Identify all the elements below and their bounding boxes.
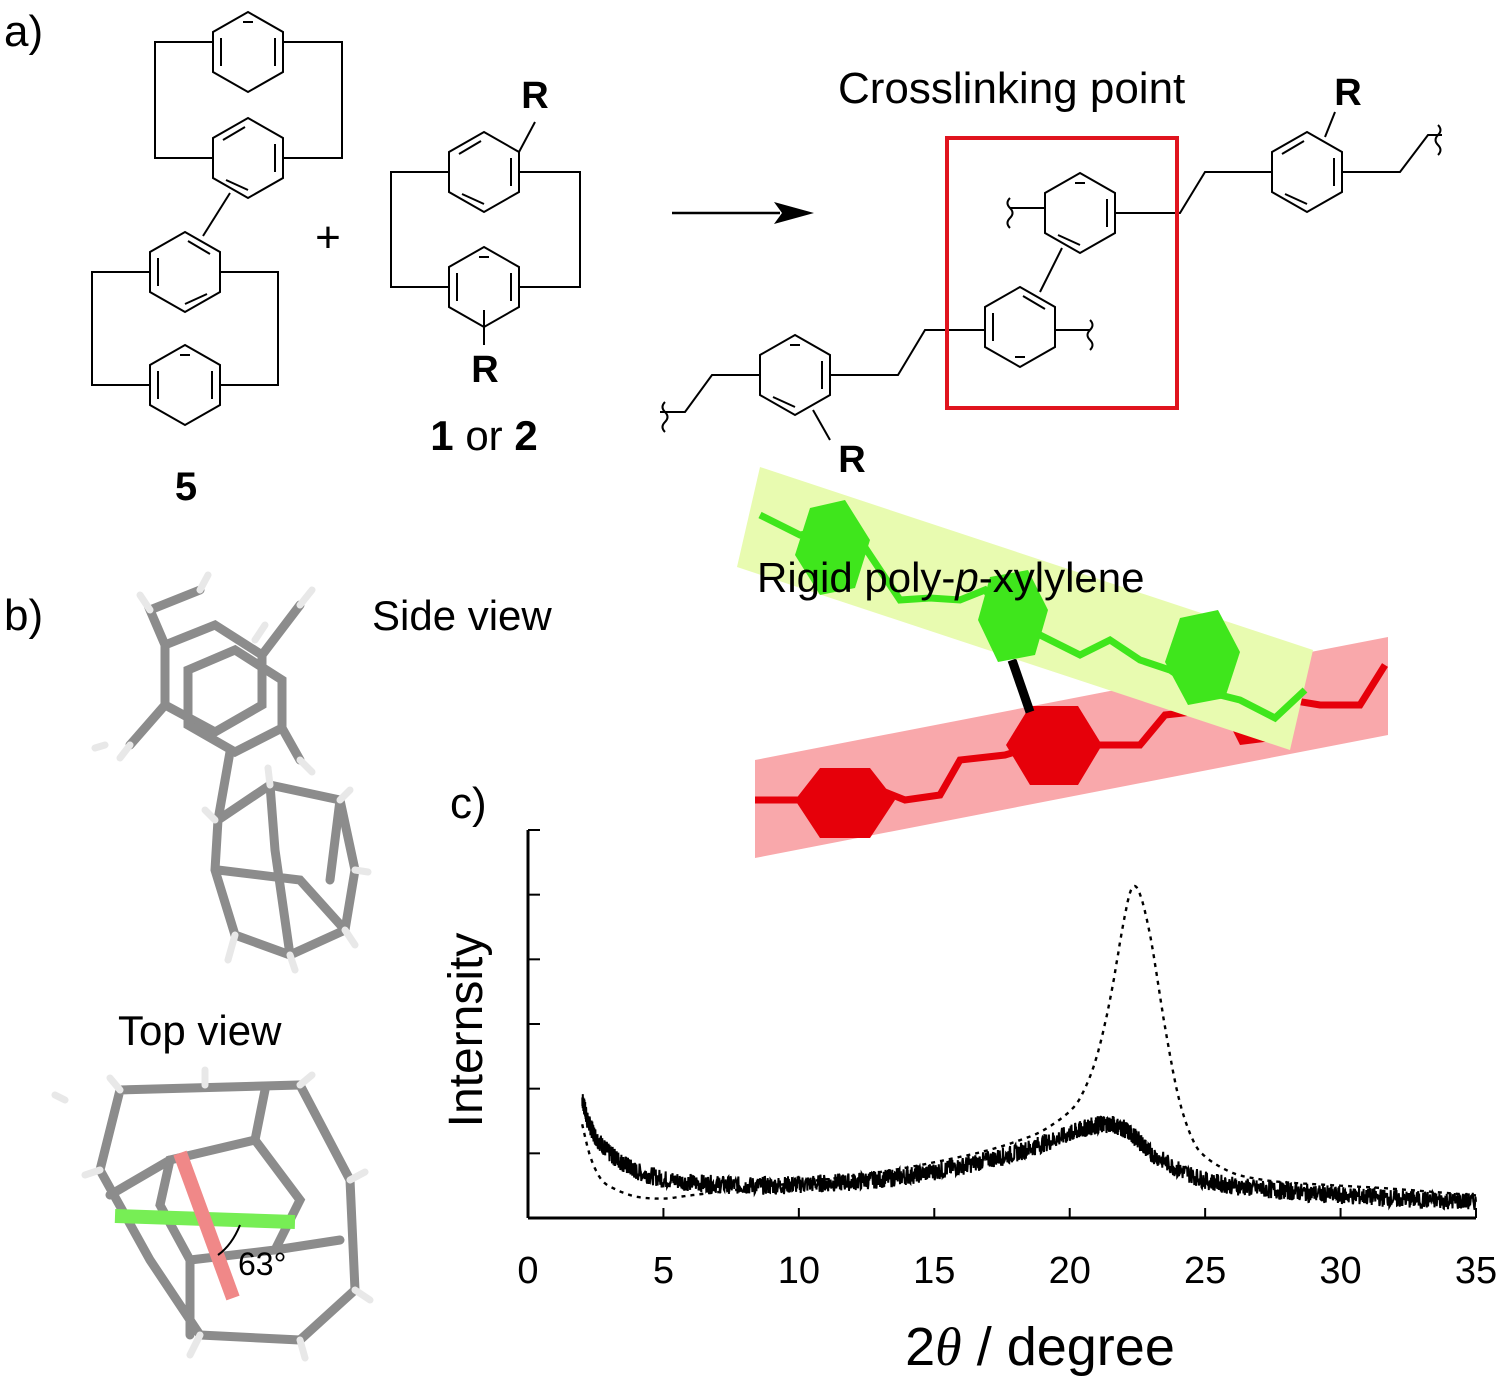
upper-ring-1 — [795, 500, 870, 595]
side-view-hydrogens — [91, 571, 372, 974]
compound-connector: or — [454, 412, 515, 459]
r-bond-top — [518, 121, 536, 153]
polymer-model: Rigid poly-p-xylylene — [737, 467, 1388, 858]
upper-ring-2 — [978, 570, 1048, 662]
top-view-label: Top view — [118, 1007, 282, 1054]
x-axis-title: 2θ / degree — [905, 1317, 1175, 1377]
x-axis-title-symbol: θ — [935, 1317, 962, 1377]
series-measured-line — [581, 1094, 1477, 1211]
product-ring-left — [759, 333, 831, 417]
x-tick-label: 15 — [913, 1250, 955, 1292]
compound-5-label: 5 — [175, 465, 197, 509]
x-axis-title-prefix: 2 — [905, 1317, 935, 1377]
crosslinking-point-label: Crosslinking point — [838, 64, 1185, 113]
bridges-lower — [91, 271, 279, 386]
benzene-ring-1a — [448, 130, 520, 214]
xrd-chart: 0 5 10 15 20 25 30 35 2θ / degree Internsity — [440, 829, 1497, 1377]
plus-sign: + — [315, 213, 341, 262]
crosslink-stubs — [1010, 207, 1090, 331]
reaction-arrow — [672, 202, 814, 224]
chain-link-right — [1115, 171, 1272, 214]
y-axis-ticks — [528, 829, 540, 1219]
upper-chain-rings — [795, 500, 1240, 705]
compound-2-number: 2 — [514, 412, 537, 459]
series-layer — [581, 884, 1477, 1211]
x-tick-label: 0 — [517, 1250, 538, 1292]
benzene-ring-5d — [149, 343, 221, 427]
bridges-upper — [154, 41, 343, 159]
compound-1-2-structure — [390, 121, 581, 345]
biphenyl-bond — [202, 192, 231, 237]
chain-end-right — [1342, 134, 1442, 173]
wavy-bond-marks — [661, 124, 1442, 433]
benzene-ring-5a — [212, 10, 284, 94]
substituent-r-top: R — [521, 75, 548, 117]
lower-ring-1 — [795, 768, 895, 838]
x-axis-ticks: 0 5 10 15 20 25 30 35 — [517, 1208, 1497, 1292]
biphenyl-bond-product — [1039, 247, 1063, 293]
x-tick-label: 35 — [1455, 1250, 1497, 1292]
chain-end-left — [660, 374, 760, 413]
x-axis-title-suffix: / degree — [962, 1317, 1175, 1377]
compound-5-structure — [91, 10, 343, 427]
series-dotted-line — [581, 884, 1477, 1200]
side-view-ring-top — [160, 619, 267, 738]
side-view-biphenyl-bond — [213, 747, 235, 825]
rigid-polymer-label-suffix: -xylylene — [979, 554, 1145, 601]
r-bond-product-bottom — [812, 409, 831, 441]
product-ring-lower — [984, 285, 1056, 369]
benzene-ring-5c — [149, 230, 221, 314]
y-axis-title: Internsity — [440, 933, 493, 1128]
product-ring-upper — [1044, 171, 1116, 255]
product-structure — [660, 111, 1442, 441]
benzene-ring-5b — [212, 116, 284, 200]
chain-link-left — [830, 329, 985, 376]
compound-1-or-2-label: 1 or 2 — [430, 412, 537, 459]
top-view-hydrogens — [51, 1066, 374, 1362]
rigid-polymer-label-italic: p — [953, 554, 978, 601]
r-bond-product-top — [1324, 111, 1336, 138]
x-tick-label: 5 — [653, 1250, 674, 1292]
crosslink-highlight-box — [945, 136, 1179, 410]
x-tick-label: 25 — [1184, 1250, 1226, 1292]
side-view-label: Side view — [372, 592, 552, 639]
top-view-bonds — [105, 1085, 345, 1340]
bridges-1 — [390, 171, 581, 288]
panel-label-b: b) — [4, 591, 43, 640]
product-ring-right — [1271, 130, 1343, 214]
x-tick-label: 20 — [1049, 1250, 1091, 1292]
panel-label-c: c) — [450, 779, 487, 828]
side-view-bonds-bottom — [213, 780, 350, 960]
rigid-polymer-label-prefix: Rigid poly- — [757, 554, 955, 601]
lower-ring-2 — [1006, 706, 1102, 785]
compound-1-number: 1 — [430, 412, 453, 459]
angle-label: 63° — [238, 1246, 286, 1282]
angle-arc — [217, 1224, 241, 1256]
substituent-r-product-bottom: R — [838, 439, 865, 481]
rigid-polymer-label: Rigid poly-p-xylylene — [757, 554, 1145, 601]
side-view-model — [125, 585, 360, 960]
panel-label-a: a) — [4, 7, 43, 56]
substituent-r-product-top: R — [1334, 72, 1361, 114]
side-view-ring-top-back — [183, 644, 287, 758]
crosslink-bond — [1007, 658, 1035, 714]
x-tick-label: 10 — [778, 1250, 820, 1292]
substituent-r-bottom: R — [471, 349, 498, 391]
red-plane-line — [173, 1150, 240, 1301]
upper-ring-3 — [1165, 610, 1240, 705]
x-tick-label: 30 — [1319, 1250, 1361, 1292]
